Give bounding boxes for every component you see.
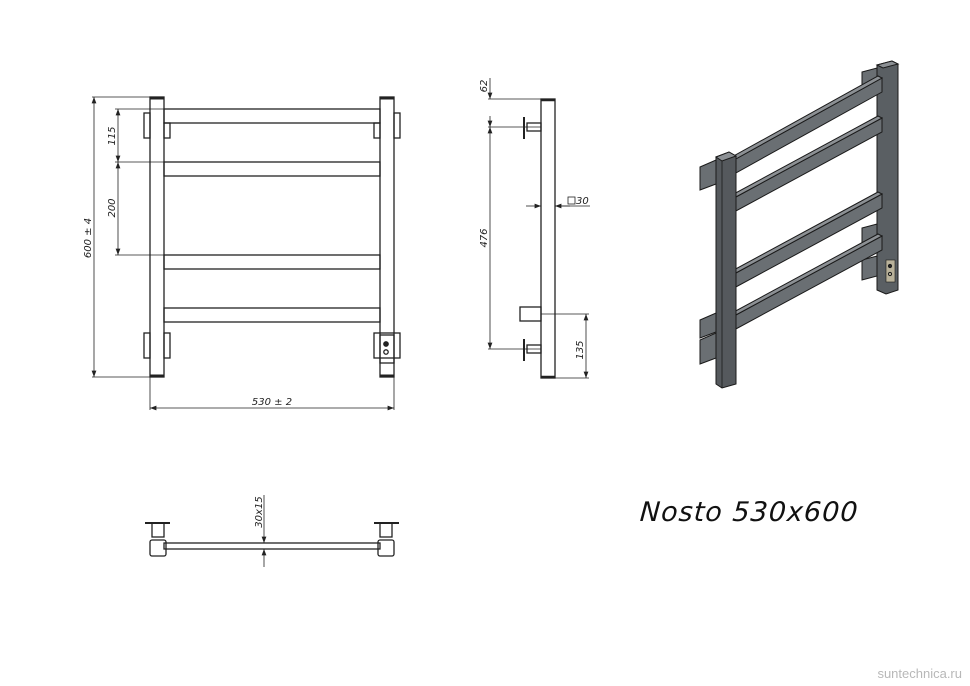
top-view: [145, 495, 399, 567]
dim-height-label: 600 ± 4: [83, 218, 94, 258]
watermark: suntechnica.ru: [877, 666, 962, 681]
dim-30x15-label: 30x15: [254, 496, 265, 527]
dim-476-label: 476: [479, 228, 490, 247]
front-view: [91, 96, 401, 411]
dim-200-label: 200: [107, 198, 118, 217]
product-title: Nosto 530x600: [638, 497, 860, 528]
dim-profile-label: 30: [576, 196, 589, 207]
side-view: [487, 78, 590, 379]
isometric-view: [699, 60, 900, 389]
dim-135-label: 135: [575, 340, 586, 359]
dim-width-label: 530 ± 2: [252, 397, 292, 408]
dim-115-label: 115: [107, 126, 118, 145]
dim-62-label: 62: [479, 80, 490, 93]
